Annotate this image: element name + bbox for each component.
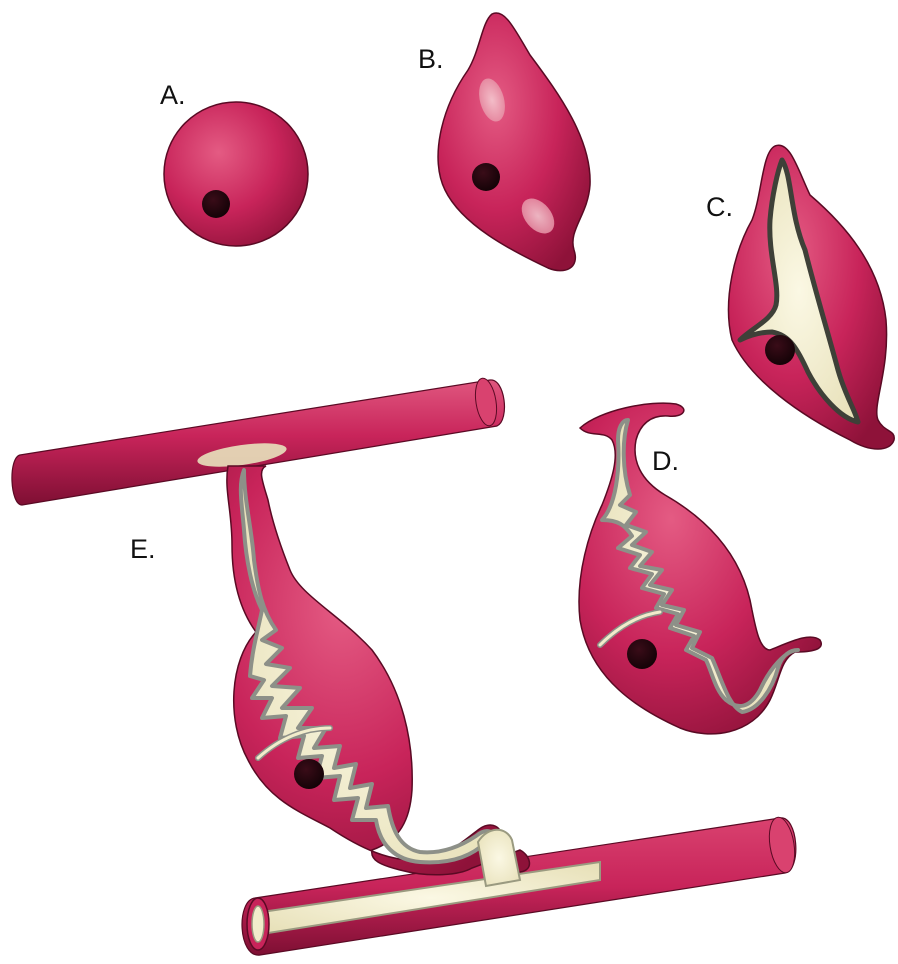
panel-c: C. (706, 145, 894, 449)
label-a: A. (160, 80, 186, 110)
panel-b: B. (418, 13, 590, 271)
nucleus-c (765, 335, 795, 365)
nucleus-a (202, 190, 230, 218)
anastomosis-e (478, 830, 520, 886)
nucleus-b (472, 163, 500, 191)
panel-a: A. (160, 80, 308, 246)
label-d: D. (652, 446, 679, 476)
lower-vessel (242, 815, 798, 955)
nucleus-e (294, 759, 324, 789)
nucleus-d (627, 639, 657, 669)
polarized-cell (438, 13, 590, 271)
round-cell (164, 102, 308, 246)
label-b: B. (418, 44, 444, 74)
panel-d: D. (579, 403, 821, 734)
sprouting-cell (579, 403, 821, 734)
label-c: C. (706, 192, 733, 222)
label-e: E. (130, 534, 156, 564)
